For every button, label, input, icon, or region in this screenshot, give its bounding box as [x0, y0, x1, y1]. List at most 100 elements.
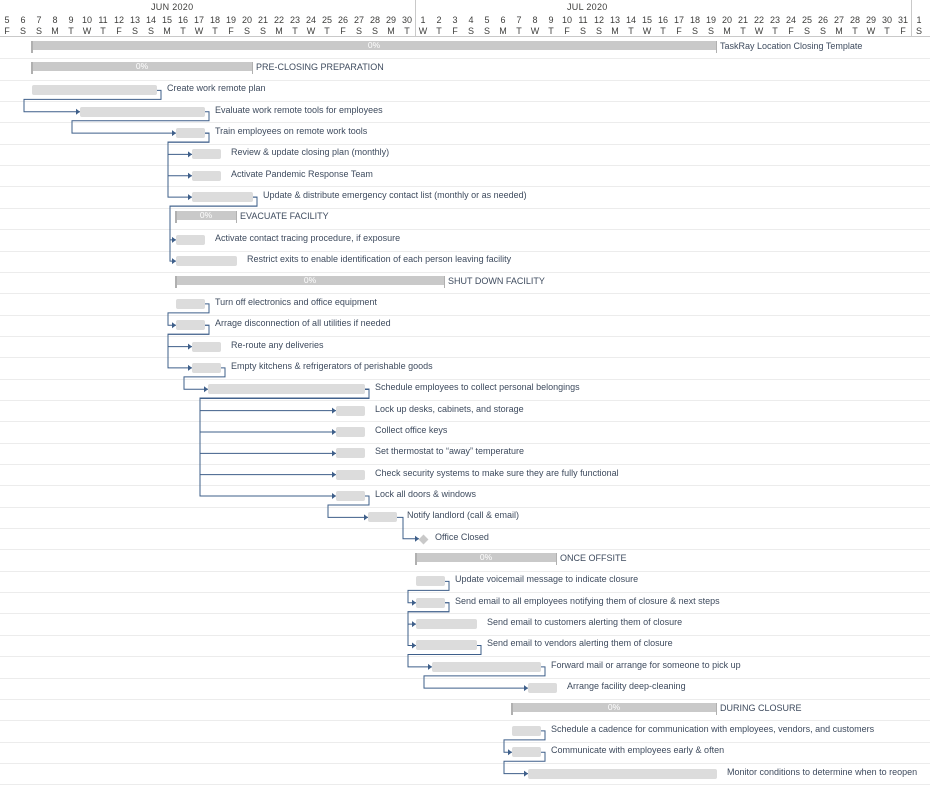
task-name[interactable]: Lock up desks, cabinets, and storage: [375, 403, 524, 414]
task-bar[interactable]: [176, 256, 237, 267]
task-name[interactable]: Activate Pandemic Response Team: [231, 168, 373, 179]
task-name[interactable]: Train employees on remote work tools: [215, 126, 368, 137]
task-bar[interactable]: [176, 298, 205, 309]
milestone-name[interactable]: Office Closed: [435, 531, 489, 542]
summary-task-name[interactable]: DURING CLOSURE: [720, 702, 802, 713]
task-name[interactable]: Empty kitchens & refrigerators of perish…: [231, 360, 433, 371]
row-divider: [0, 762, 930, 764]
summary-task-name[interactable]: SHUT DOWN FACILITY: [448, 275, 545, 286]
task-bar[interactable]: [176, 234, 205, 245]
summary-task-name[interactable]: ONCE OFFSITE: [560, 553, 627, 564]
weekday-letter: S: [131, 26, 138, 36]
weekday-letter: M: [499, 26, 507, 36]
weekday-letter: M: [163, 26, 171, 36]
row-divider: [0, 592, 930, 594]
row-divider: [0, 528, 930, 530]
day-number: 10: [561, 15, 572, 25]
task-bar[interactable]: [32, 85, 157, 96]
task-name[interactable]: Restrict exits to enable identification …: [247, 254, 512, 265]
summary-bar[interactable]: 0%: [31, 40, 717, 53]
row-divider: [0, 271, 930, 273]
task-name[interactable]: Create work remote plan: [167, 83, 266, 94]
task-bar[interactable]: [512, 725, 541, 736]
task-name[interactable]: Lock all doors & windows: [375, 489, 477, 500]
task-bar[interactable]: [192, 341, 221, 352]
task-name[interactable]: Send email to customers alerting them of…: [487, 617, 683, 628]
task-name[interactable]: Notify landlord (call & email): [407, 510, 520, 521]
task-name[interactable]: Evaluate work remote tools for employees: [215, 104, 383, 115]
summary-bar[interactable]: 0%: [175, 210, 237, 224]
row-divider: [0, 378, 930, 380]
task-bar[interactable]: [336, 491, 365, 502]
task-name[interactable]: Collect office keys: [375, 424, 448, 435]
day-number: 8: [52, 15, 58, 25]
task-name[interactable]: Turn off electronics and office equipmen…: [215, 296, 377, 307]
day-number: 12: [113, 15, 124, 25]
weekday-letter: M: [51, 26, 59, 36]
task-bar[interactable]: [512, 747, 541, 758]
row-divider: [0, 207, 930, 209]
header-divider: [0, 36, 930, 37]
task-bar[interactable]: [368, 512, 397, 523]
day-number: 9: [68, 15, 74, 25]
task-bar[interactable]: [176, 128, 205, 139]
task-bar[interactable]: [208, 384, 365, 395]
task-name[interactable]: Update & distribute emergency contact li…: [263, 190, 527, 201]
task-name[interactable]: Arrage disconnection of all utilities if…: [215, 318, 391, 329]
task-bar[interactable]: [192, 149, 221, 160]
task-name[interactable]: Schedule employees to collect personal b…: [375, 382, 580, 393]
month-label: JUL 2020: [567, 2, 608, 12]
summary-task-name[interactable]: PRE-CLOSING PREPARATION: [256, 62, 384, 73]
task-bar[interactable]: [176, 320, 205, 331]
task-bar[interactable]: [416, 576, 445, 587]
summary-bar[interactable]: 0%: [511, 702, 717, 715]
task-name[interactable]: Activate contact tracing procedure, if e…: [215, 232, 401, 243]
task-bar[interactable]: [336, 469, 365, 480]
task-name[interactable]: Arrange facility deep-cleaning: [567, 681, 686, 692]
day-number: 22: [753, 15, 764, 25]
task-bar[interactable]: [432, 661, 541, 672]
weekday-letter: S: [707, 26, 714, 36]
task-bar[interactable]: [192, 170, 221, 181]
summary-bar[interactable]: 0%: [415, 552, 557, 566]
task-bar[interactable]: [416, 640, 477, 651]
task-bar[interactable]: [416, 597, 445, 608]
row-divider: [0, 314, 930, 316]
summary-task-name[interactable]: TaskRay Location Closing Template: [720, 40, 863, 51]
task-bar[interactable]: [192, 192, 253, 203]
weekday-letter: F: [900, 26, 906, 36]
task-name[interactable]: Send email to vendors alerting them of c…: [487, 638, 673, 649]
day-number: 11: [578, 15, 588, 25]
weekday-letter: S: [467, 26, 474, 36]
day-number: 25: [801, 15, 812, 25]
task-name[interactable]: Check security systems to make sure they…: [375, 467, 619, 478]
task-bar[interactable]: [528, 768, 717, 779]
task-name[interactable]: Communicate with employees early & often: [551, 745, 725, 756]
task-bar[interactable]: [192, 362, 221, 373]
task-name[interactable]: Schedule a cadence for communication wit…: [551, 723, 875, 734]
day-number: 31: [897, 15, 908, 25]
summary-bar[interactable]: 0%: [31, 61, 253, 75]
task-name[interactable]: Send email to all employees notifying th…: [455, 595, 720, 606]
weekday-letter: M: [723, 26, 731, 36]
weekday-letter: S: [35, 26, 42, 36]
task-name[interactable]: Review & update closing plan (monthly): [231, 147, 390, 158]
summary-task-name[interactable]: EVACUATE FACILITY: [240, 211, 329, 222]
task-name[interactable]: Update voicemail message to indicate clo…: [455, 574, 639, 585]
row-divider: [0, 143, 930, 145]
progress-percent: 0%: [303, 274, 317, 285]
task-bar[interactable]: [80, 106, 205, 117]
task-name[interactable]: Set thermostat to “away” temperature: [375, 446, 525, 457]
task-bar[interactable]: [528, 683, 557, 694]
summary-bar[interactable]: 0%: [175, 274, 445, 288]
milestone-diamond[interactable]: [418, 534, 429, 545]
task-bar[interactable]: [336, 405, 365, 416]
weekday-letter: M: [387, 26, 395, 36]
day-number: 16: [177, 15, 188, 25]
task-name[interactable]: Monitor conditions to determine when to …: [727, 766, 918, 777]
task-bar[interactable]: [336, 426, 365, 437]
task-bar[interactable]: [416, 619, 477, 630]
task-name[interactable]: Re-route any deliveries: [231, 339, 324, 350]
task-bar[interactable]: [336, 448, 365, 459]
task-name[interactable]: Forward mail or arrange for someone to p…: [551, 659, 741, 670]
